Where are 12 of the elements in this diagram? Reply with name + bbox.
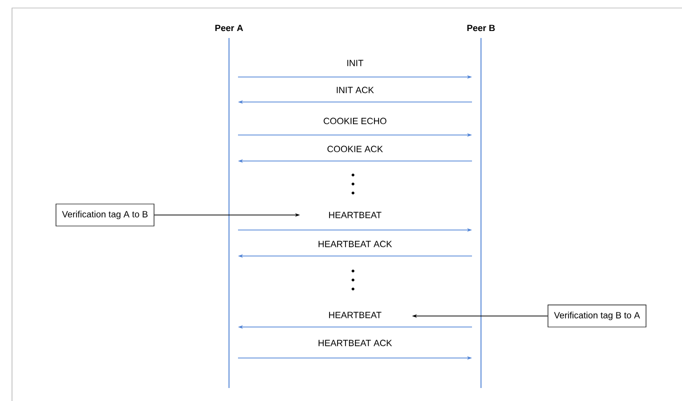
edge-label: HEARTBEAT bbox=[329, 312, 382, 318]
edge-label: HEARTBEAT ACK bbox=[318, 340, 392, 346]
edge-label: INIT ACK bbox=[336, 86, 374, 94]
edge-label: INIT bbox=[347, 60, 364, 66]
lifeline: Peer A bbox=[215, 24, 243, 388]
label-box: Verification tag B to A bbox=[548, 304, 646, 328]
edge-label: COOKIE ECHO bbox=[324, 118, 386, 124]
lifeline: Peer B bbox=[467, 24, 495, 388]
edge-label: HEARTBEAT ACK bbox=[318, 240, 392, 248]
edge-label: COOKIE ACK bbox=[327, 146, 383, 152]
edge-label: HEARTBEAT bbox=[329, 212, 382, 218]
label-box: Verification tag A to B bbox=[56, 204, 154, 226]
